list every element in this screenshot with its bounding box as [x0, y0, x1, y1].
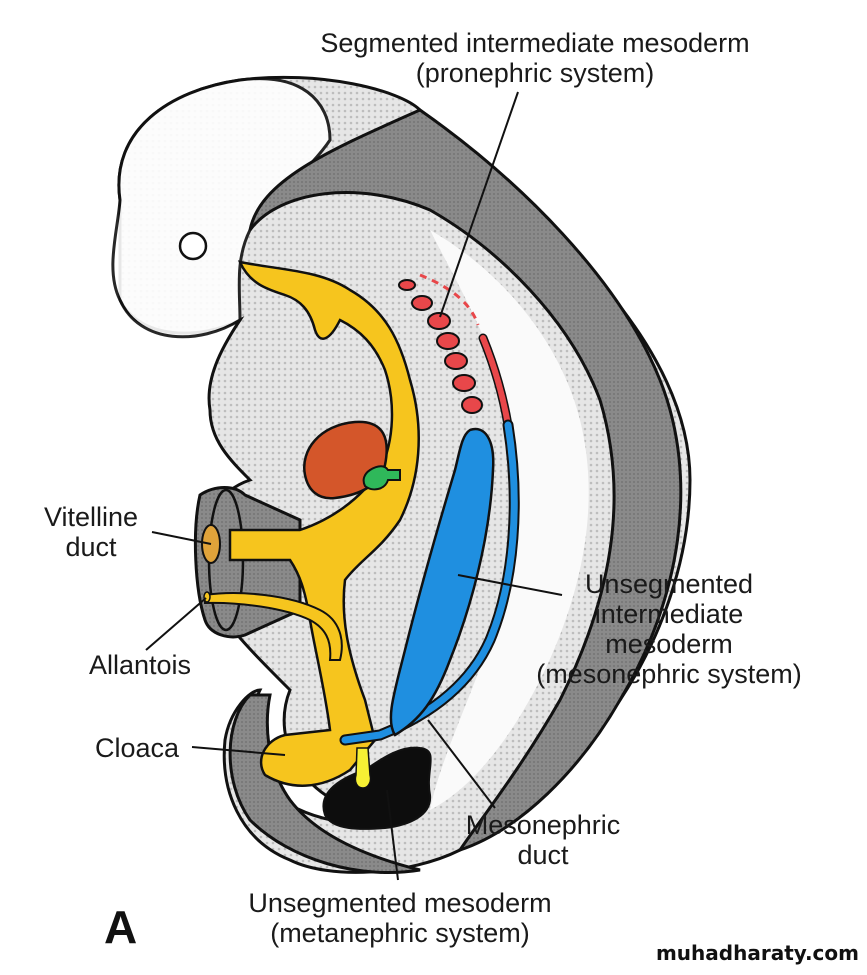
label-vitelline-duct: Vitelline duct: [28, 502, 154, 562]
label-mesonephric-duct: Mesonephric duct: [448, 810, 638, 870]
label-cloaca: Cloaca: [82, 733, 192, 763]
pronephric-segments: [398, 279, 483, 414]
label-vitelline-line2: duct: [65, 532, 117, 562]
allantois-tube: [204, 592, 343, 661]
label-metanephric: Unsegmented mesoderm (metanephric system…: [225, 888, 575, 948]
mesonephric-mesoderm: [389, 427, 495, 737]
label-metanephric-line2: (metanephric system): [270, 918, 530, 948]
label-cloaca-line1: Cloaca: [94, 733, 180, 763]
label-vitelline-line1: Vitelline: [43, 502, 139, 532]
label-pronephric-line2: (pronephric system): [415, 58, 655, 88]
ureteric-bud: [354, 747, 372, 789]
pronephric-dashed-line: [419, 273, 480, 326]
label-allantois-line1: Allantois: [88, 650, 192, 680]
label-allantois: Allantois: [80, 650, 200, 680]
label-mesonephric-system-line3: mesoderm: [605, 629, 733, 659]
label-pronephric-line1: Segmented intermediate mesoderm: [320, 28, 750, 58]
label-mesonephric-duct-line2: duct: [517, 840, 569, 870]
allantois-opening: [203, 591, 211, 603]
pronephric-duct-fill: [480, 335, 511, 428]
leader-lines: [145, 91, 563, 881]
label-mesonephric-system-line4: (mesonephric system): [536, 659, 802, 689]
coelom-space: [430, 230, 589, 810]
label-metanephric-line1: Unsegmented mesoderm: [248, 888, 552, 918]
label-mesonephric-system-line2: intermediate: [594, 599, 744, 629]
label-mesonephric-duct-line1: Mesonephric: [465, 810, 621, 840]
liver-bud: [362, 465, 401, 491]
label-mesonephric-system: Unsegmented intermediate mesoderm (meson…: [516, 569, 822, 689]
watermark: muhadharaty.com: [655, 941, 859, 965]
label-mesonephric-system-line1: Unsegmented: [584, 569, 754, 599]
dorsal-band: [248, 108, 683, 853]
panel-letter: A: [104, 901, 138, 953]
gut-tube: [228, 260, 420, 787]
label-pronephric: Segmented intermediate mesoderm (proneph…: [280, 28, 790, 88]
optic-vesicle: [178, 231, 208, 261]
